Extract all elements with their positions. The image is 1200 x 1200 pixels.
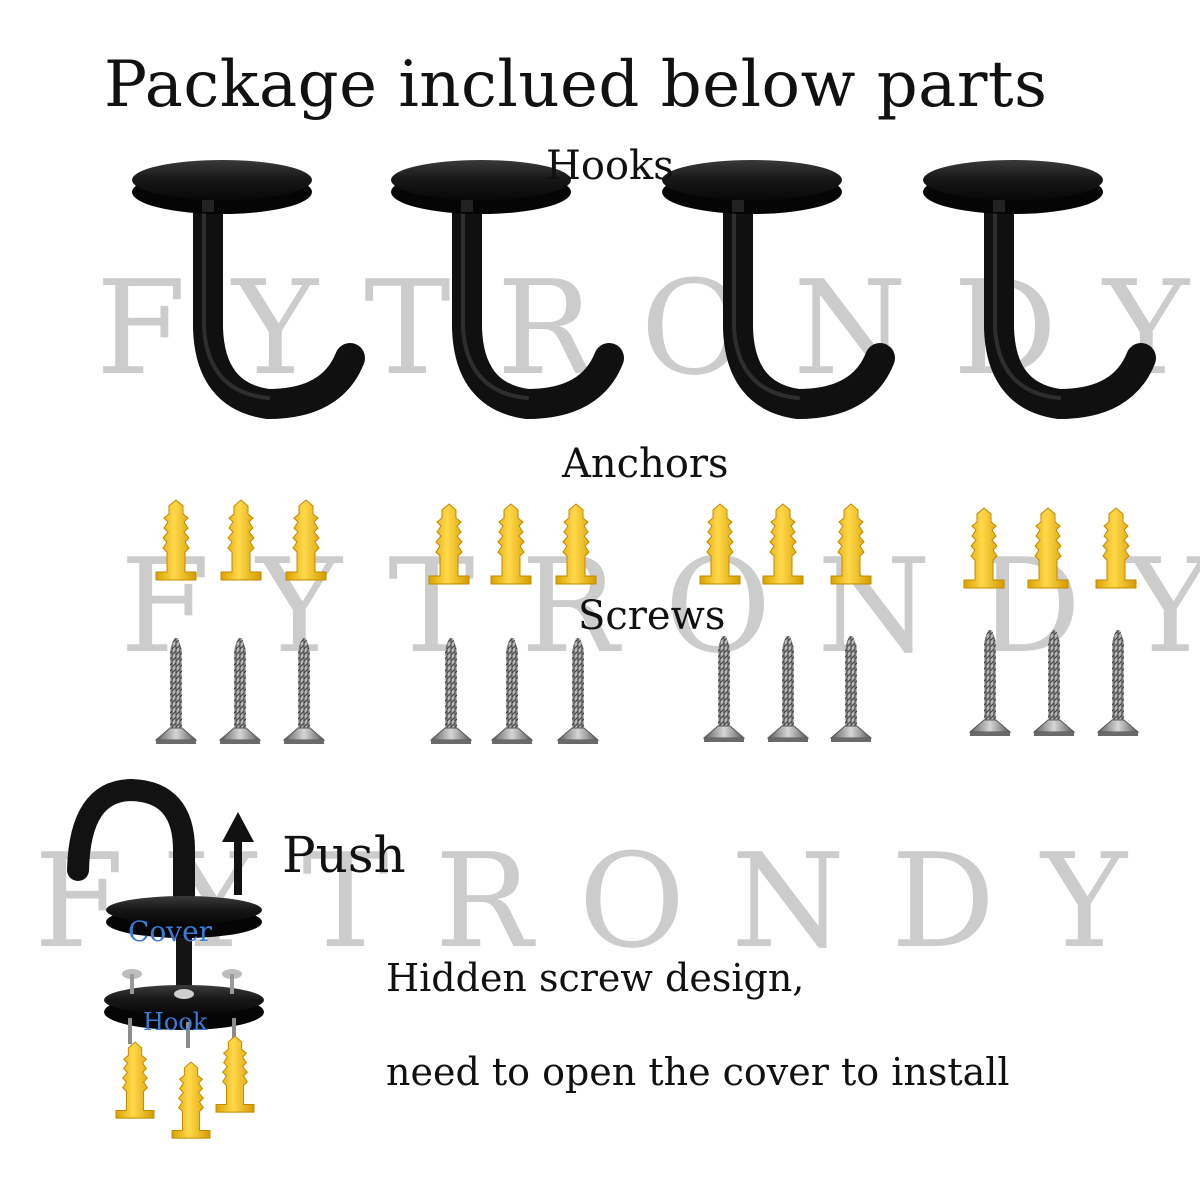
hook-item-2	[391, 160, 609, 404]
hook-item-1	[132, 160, 350, 404]
hook-item-4	[923, 160, 1141, 404]
anchor-group-3	[699, 503, 872, 585]
cover-label: Cover	[128, 915, 213, 948]
caption-line-1: Hidden screw design,	[386, 956, 805, 1000]
push-label: Push	[282, 826, 406, 884]
caption-line-2: need to open the cover to install	[386, 1050, 1010, 1094]
screw-group-1	[155, 637, 325, 745]
hooks-label: Hooks	[546, 143, 674, 189]
screw-group-4	[969, 629, 1139, 737]
screw-group-2	[430, 637, 599, 745]
anchors-label: Anchors	[562, 441, 729, 487]
hook-label: Hook	[143, 1008, 208, 1036]
page-title: Package inclued below parts	[104, 48, 1048, 122]
screws-label: Screws	[578, 593, 726, 639]
anchor-group-4	[963, 507, 1137, 589]
anchor-group-1	[155, 499, 327, 581]
screw-group-3	[703, 635, 872, 743]
hook-item-3	[662, 160, 880, 404]
installation-diagram: Cover Hook	[67, 778, 264, 1139]
anchor-group-2	[428, 503, 597, 585]
